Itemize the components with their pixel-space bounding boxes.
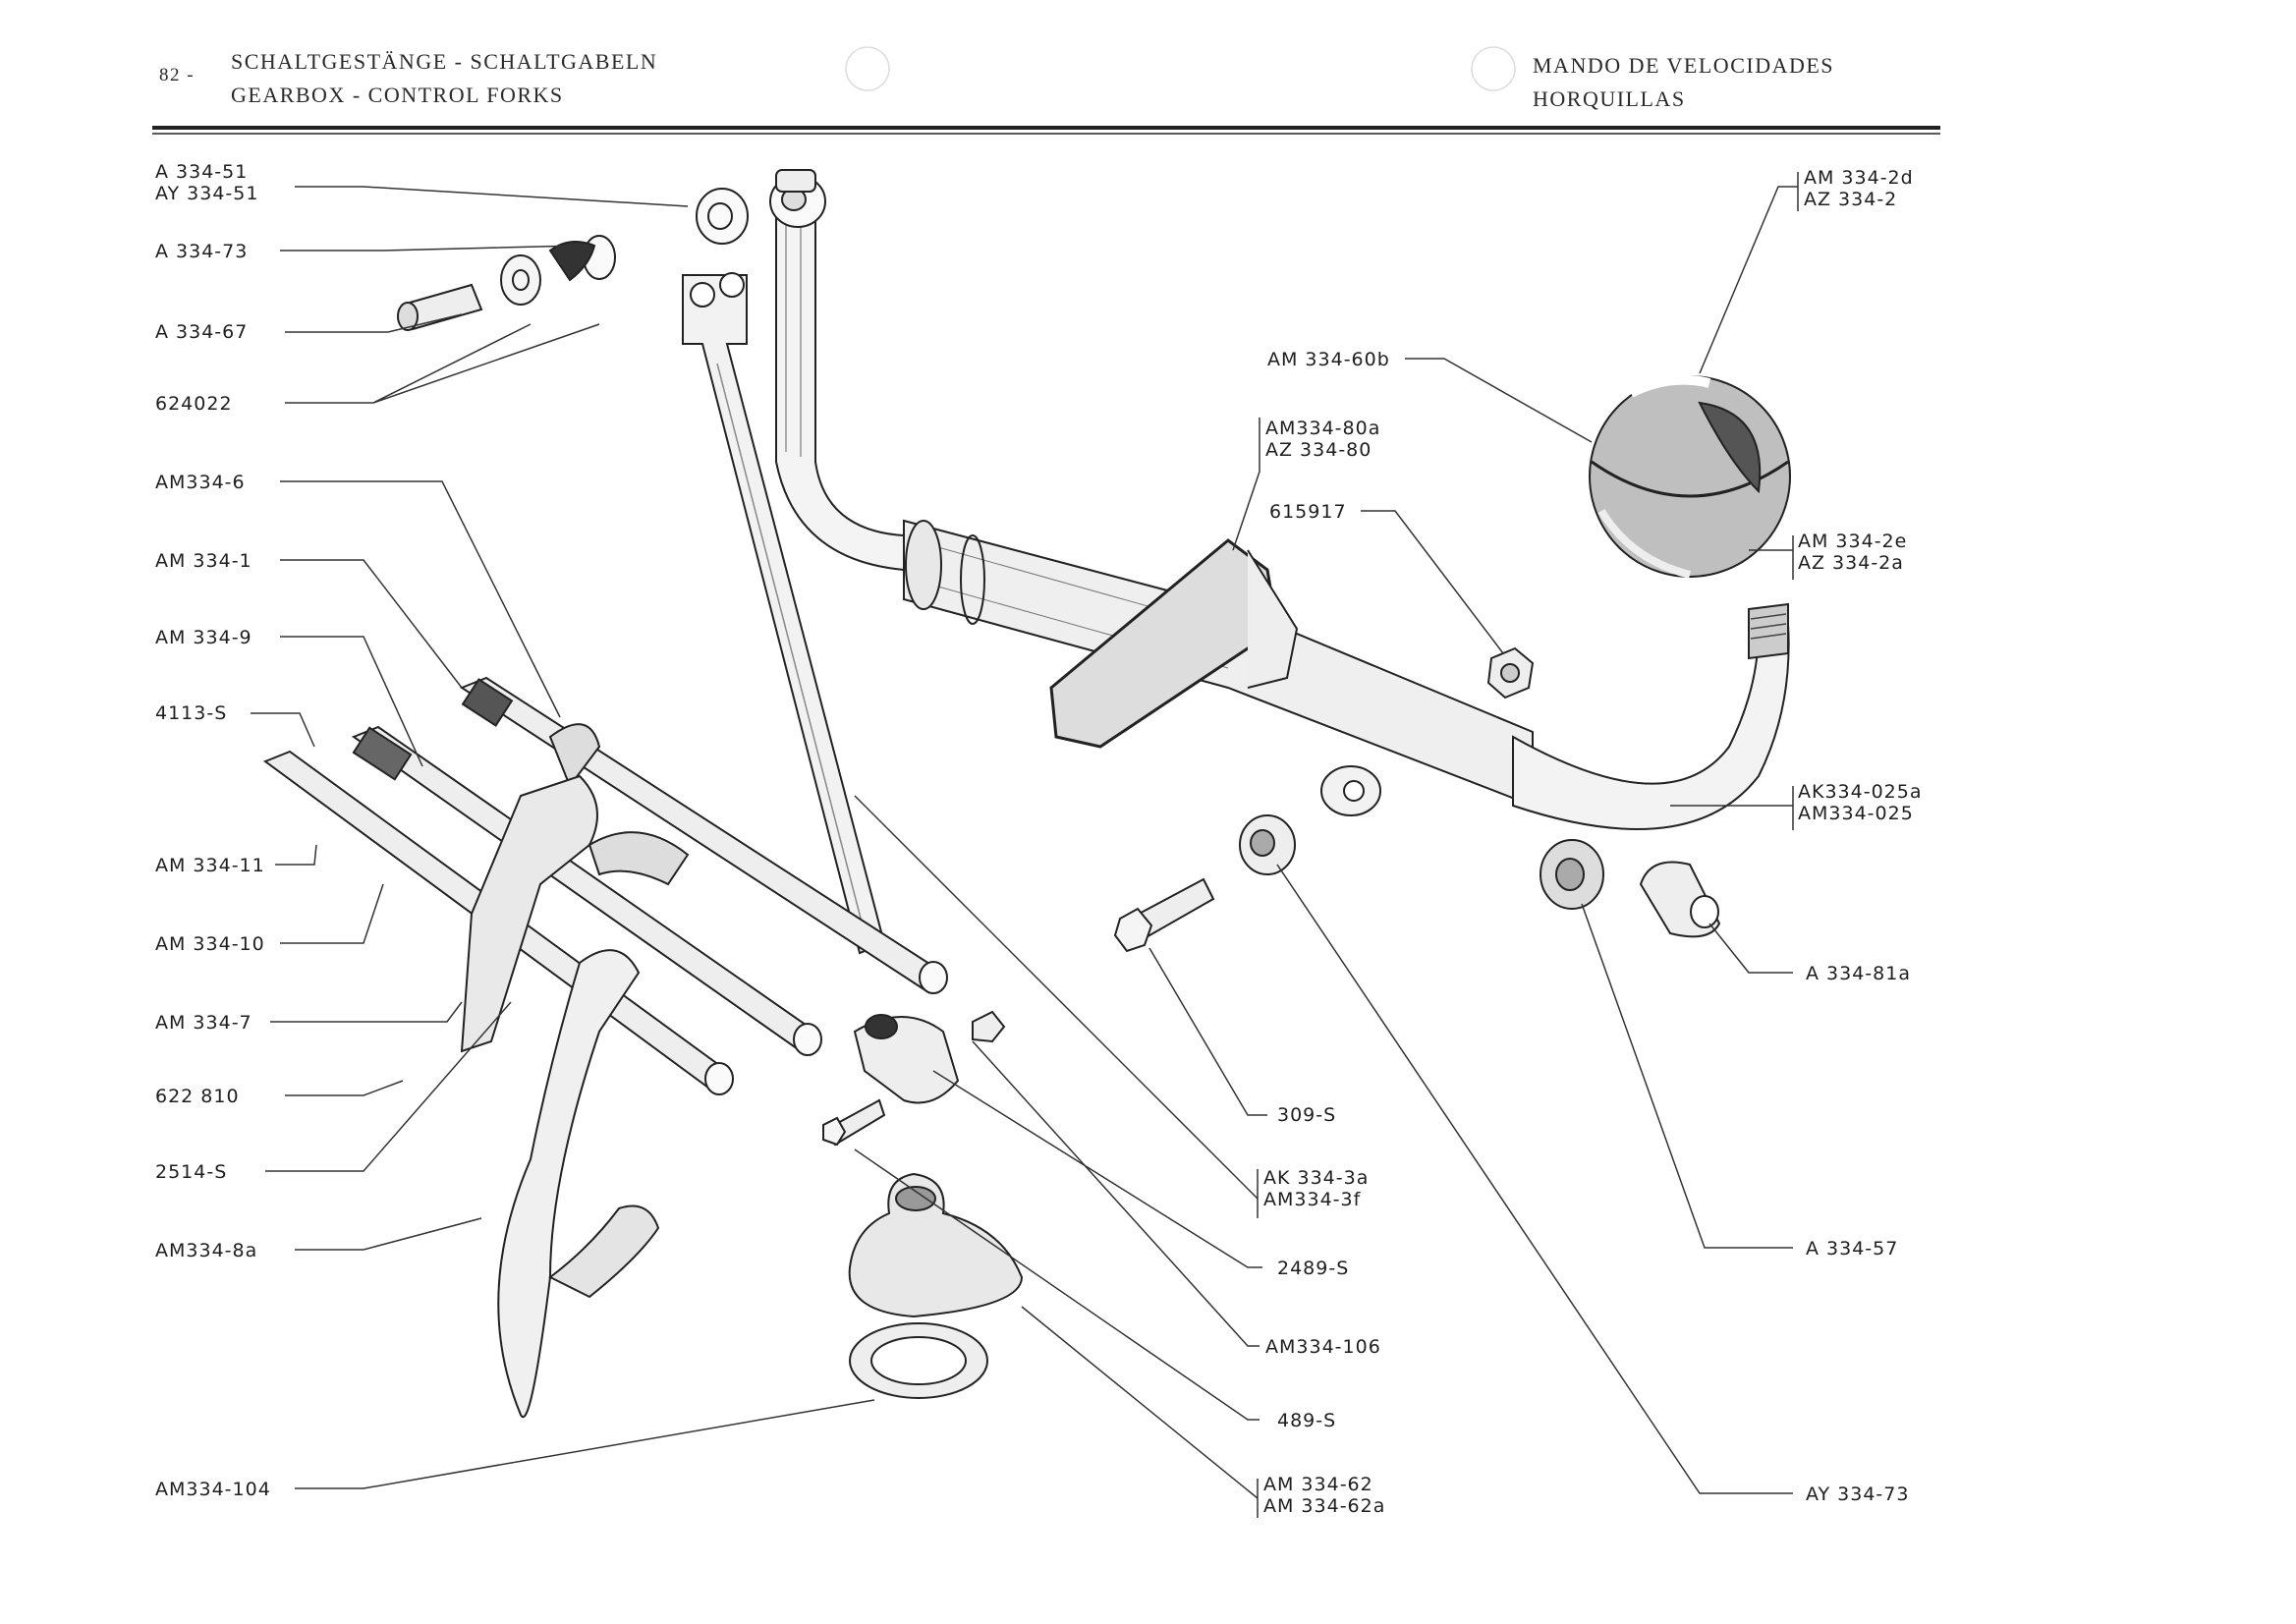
label-a-334-81a: A 334-81a [1806, 963, 1911, 984]
shift-forks [460, 723, 690, 1419]
page-number: 82 - [159, 65, 196, 85]
gear-knob [1589, 374, 1791, 579]
title-spanish-line2: HORQUILLAS [1533, 86, 1686, 111]
label-am334-8a: AM334-8a [155, 1240, 258, 1261]
label-489-s: 489-S [1277, 1410, 1337, 1431]
vertical-shift-rod [682, 272, 886, 955]
label-am334-104: AM334-104 [155, 1479, 271, 1500]
shift-lever [769, 169, 1790, 830]
label-2489-s: 2489-S [1277, 1258, 1350, 1279]
rubber-boot [848, 1172, 1024, 1399]
nut-615917 [1486, 646, 1535, 700]
label-a-334-73: A 334-73 [155, 241, 249, 262]
label-a-334-57: A 334-57 [1806, 1238, 1899, 1260]
label-am334-106: AM334-106 [1265, 1336, 1381, 1358]
label-615917: 615917 [1269, 501, 1347, 523]
label-622810: 622 810 [155, 1086, 240, 1107]
label-am-334-1: AM 334-1 [155, 550, 252, 572]
label-ay-334-73: AY 334-73 [1806, 1484, 1910, 1505]
label-am-334-9: AM 334-9 [155, 627, 252, 648]
label-am334-6: AM334-6 [155, 472, 246, 493]
small-parts-center [822, 814, 1721, 1147]
small-parts-upper-left [397, 188, 749, 331]
title-english: GEARBOX - CONTROL FORKS [231, 83, 564, 107]
label-am-334-11: AM 334-11 [155, 855, 265, 876]
leader-lines [251, 172, 1799, 1518]
label-2514-s: 2514-S [155, 1161, 228, 1183]
title-german: SCHALTGESTÄNGE - SCHALTGABELN [231, 49, 658, 74]
label-624022: 624022 [155, 393, 233, 415]
label-am-334-7: AM 334-7 [155, 1012, 252, 1034]
label-a-334-67: A 334-67 [155, 321, 249, 343]
title-spanish-line1: MANDO DE VELOCIDADES [1533, 53, 1835, 78]
label-am-334-60b: AM 334-60b [1267, 349, 1390, 370]
label-am-334-10: AM 334-10 [155, 933, 265, 955]
label-309-s: 309-S [1277, 1104, 1337, 1126]
label-4113-s: 4113-S [155, 702, 228, 724]
